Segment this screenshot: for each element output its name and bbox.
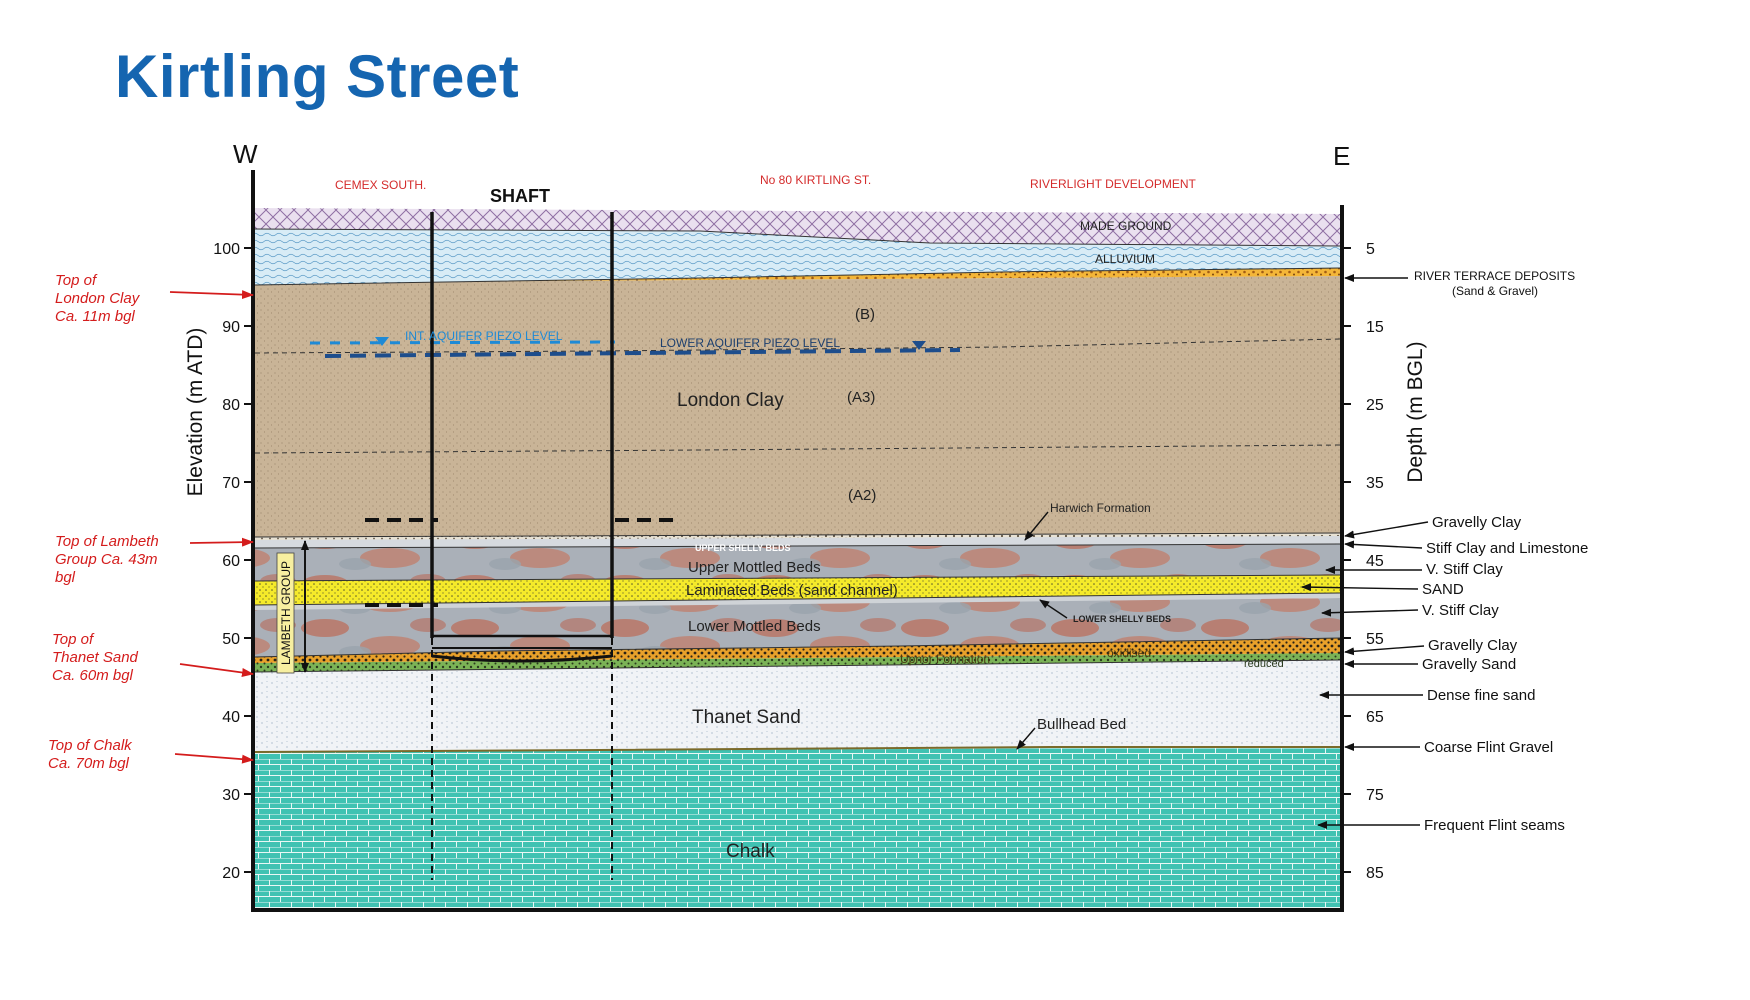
annotation-london-clay-3: Ca. 11m bgl xyxy=(55,308,135,325)
label-laminated: Laminated Beds (sand channel) xyxy=(686,582,898,599)
left-tick-labels: 100 90 80 70 60 50 40 30 20 xyxy=(213,241,240,882)
right-axis-label: Depth (m BGL) xyxy=(1404,341,1427,482)
label-upper-shelly: UPPER SHELLY BEDS xyxy=(695,543,791,553)
right-tick-label: 15 xyxy=(1366,319,1384,336)
right-tick-label: 55 xyxy=(1366,631,1384,648)
london-clay-layer xyxy=(255,276,1340,537)
annotation-dense-fine-sand: Dense fine sand xyxy=(1427,687,1535,704)
label-made-ground: MADE GROUND xyxy=(1080,219,1172,233)
made-ground-layer xyxy=(255,208,1340,246)
right-tick-label: 85 xyxy=(1366,865,1384,882)
site-label-cemex: CEMEX SOUTH. xyxy=(335,178,426,192)
right-annotation-arrows xyxy=(1301,274,1429,829)
site-label-kirtling: No 80 KIRTLING ST. xyxy=(760,173,871,187)
right-tick-label: 45 xyxy=(1366,553,1384,570)
left-tick-label: 30 xyxy=(222,787,240,804)
chalk-layer xyxy=(255,748,1340,908)
right-tick-label: 65 xyxy=(1366,709,1384,726)
annotation-river-terrace-1: RIVER TERRACE DEPOSITS xyxy=(1414,269,1575,283)
label-upnor: Upnor Formation xyxy=(900,652,990,666)
right-tick-labels: 5 15 25 35 45 55 65 75 85 xyxy=(1366,241,1384,882)
annotation-thanet-1: Top of xyxy=(52,631,95,648)
label-chalk: Chalk xyxy=(726,841,775,862)
left-tick-label: 60 xyxy=(222,553,240,570)
lambeth-group-label: LAMBETH GROUP xyxy=(279,561,293,665)
laminated-beds-layer xyxy=(255,575,1340,605)
left-tick-label: 20 xyxy=(222,865,240,882)
left-tick-label: 50 xyxy=(222,631,240,648)
piezo-marker-icon xyxy=(375,337,389,346)
label-lower-shelly: LOWER SHELLY BEDS xyxy=(1073,614,1171,624)
west-label: W xyxy=(233,139,258,169)
label-a2: (A2) xyxy=(848,487,876,504)
upper-mottled-beds-layer xyxy=(255,544,1340,581)
annotation-gravelly-sand: Gravelly Sand xyxy=(1422,656,1516,673)
left-axis-label: Elevation (m ATD) xyxy=(184,328,207,497)
annotation-lambeth-2: Group Ca. 43m xyxy=(55,551,158,568)
annotation-lambeth-1: Top of Lambeth xyxy=(55,533,159,550)
right-tick-label: 75 xyxy=(1366,787,1384,804)
annotation-thanet-2: Thanet Sand xyxy=(52,649,139,666)
left-annotation-arrows xyxy=(169,290,254,764)
annotation-thanet-3: Ca. 60m bgl xyxy=(52,667,134,684)
left-tick-label: 100 xyxy=(213,241,240,258)
annotation-v-stiff-clay-2: V. Stiff Clay xyxy=(1422,602,1499,619)
left-axis xyxy=(244,247,253,873)
label-reduced: reduced xyxy=(1244,658,1284,670)
lambeth-group-bracket: LAMBETH GROUP xyxy=(276,540,309,674)
left-tick-label: 40 xyxy=(222,709,240,726)
label-a3: (A3) xyxy=(847,389,875,406)
annotation-chalk-1: Top of Chalk xyxy=(48,737,133,754)
annotation-river-terrace-2: (Sand & Gravel) xyxy=(1452,284,1538,298)
boundary-lines xyxy=(254,228,1341,753)
internal-arrows xyxy=(1016,511,1068,750)
left-tick-label: 90 xyxy=(222,319,240,336)
right-tick-label: 35 xyxy=(1366,475,1384,492)
lower-shelly-beds-layer xyxy=(255,593,1340,610)
left-tick-label: 70 xyxy=(222,475,240,492)
upnor-reduced-layer xyxy=(255,653,1340,672)
east-label: E xyxy=(1333,141,1350,171)
annotation-lambeth-3: bgl xyxy=(55,569,76,586)
label-oxidised: oxidised xyxy=(1107,646,1151,660)
label-b: (B) xyxy=(855,306,875,323)
annotation-sand: SAND xyxy=(1422,581,1464,598)
label-thanet: Thanet Sand xyxy=(692,707,801,728)
site-label-riverlight: RIVERLIGHT DEVELOPMENT xyxy=(1030,177,1196,191)
annotation-london-clay-1: Top of xyxy=(55,272,98,289)
label-lower-mottled: Lower Mottled Beds xyxy=(688,618,821,635)
right-tick-label: 25 xyxy=(1366,397,1384,414)
piezo-marker-icon xyxy=(912,341,926,350)
lower-mottled-beds-layer xyxy=(255,598,1340,657)
annotation-chalk-2: Ca. 70m bgl xyxy=(48,755,130,772)
label-harwich: Harwich Formation xyxy=(1050,501,1151,515)
label-upper-mottled: Upper Mottled Beds xyxy=(688,559,821,576)
level-markers xyxy=(365,518,680,607)
annotation-frequent-flint: Frequent Flint seams xyxy=(1424,817,1565,834)
shaft xyxy=(430,212,614,880)
right-annotations: RIVER TERRACE DEPOSITS (Sand & Gravel) G… xyxy=(1414,269,1588,834)
annotation-v-stiff-clay-1: V. Stiff Clay xyxy=(1426,561,1503,578)
annotation-gravelly-clay-1: Gravelly Clay xyxy=(1432,514,1522,531)
right-axis xyxy=(1342,247,1351,873)
label-lower-piezo: LOWER AQUIFER PIEZO LEVEL xyxy=(660,336,840,350)
left-annotations: Top of London Clay Ca. 11m bgl Top of La… xyxy=(48,272,159,772)
right-tick-label: 5 xyxy=(1366,241,1375,258)
left-tick-label: 80 xyxy=(222,397,240,414)
annotation-coarse-flint-gravel: Coarse Flint Gravel xyxy=(1424,739,1553,756)
thanet-sand-layer xyxy=(255,660,1340,752)
label-bullhead: Bullhead Bed xyxy=(1037,716,1126,733)
site-label-shaft: SHAFT xyxy=(490,186,550,206)
annotation-london-clay-2: London Clay xyxy=(55,290,141,307)
label-int-piezo: INT. AQUIFER PIEZO LEVEL xyxy=(405,329,563,343)
annotation-stiff-clay-limestone: Stiff Clay and Limestone xyxy=(1426,540,1588,557)
page-title: Kirtling Street xyxy=(115,43,520,110)
annotation-gravelly-clay-2: Gravelly Clay xyxy=(1428,637,1518,654)
layer-labels: MADE GROUND ALLUVIUM (B) INT. AQUIFER PI… xyxy=(405,219,1284,862)
label-london-clay: London Clay xyxy=(677,390,784,411)
upnor-formation-layer xyxy=(255,638,1340,663)
label-alluvium: ALLUVIUM xyxy=(1095,252,1155,266)
strata xyxy=(255,208,1340,908)
